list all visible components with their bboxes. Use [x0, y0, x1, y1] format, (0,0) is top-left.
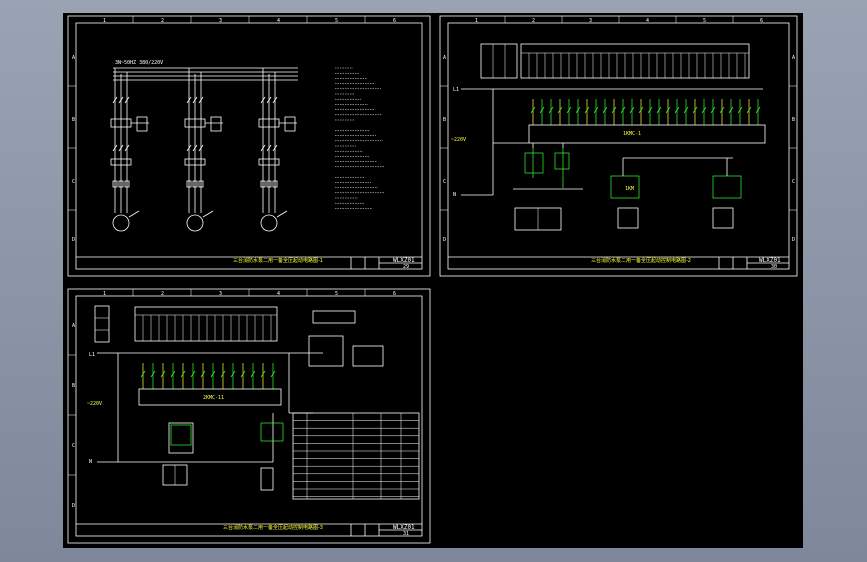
sheet-2-rails	[461, 88, 763, 196]
sheet-3-header-tables	[94, 305, 356, 343]
l1-label: L1	[453, 87, 459, 93]
relay-label: 2KMC-11	[203, 395, 224, 401]
control-contacts	[493, 99, 766, 148]
col-number: 3	[219, 18, 222, 24]
zone-letter: B	[443, 117, 446, 123]
sheet-3-title-block: 三台消防水泵二用一备全压起动控制电路图-3 WLXZ01 31	[76, 523, 422, 537]
sheet-2-lower-modules: 1KM	[513, 148, 742, 231]
zone-letter: B	[72, 383, 75, 389]
sheet-2-zone-ticks	[440, 16, 797, 211]
sheet-1[interactable]: A B C D 1 2 3 4 5 6 3N~50HZ 380/220V 三台消…	[67, 15, 431, 277]
sheet-2-inner-frame	[447, 22, 790, 270]
relay-label: 1KMC-1	[623, 131, 641, 137]
motor-icon	[112, 214, 130, 232]
col-number: 1	[475, 18, 478, 24]
col-number: 6	[393, 291, 396, 297]
zone-letter: D	[72, 237, 75, 243]
sheet-3-zone-ticks	[68, 289, 366, 476]
supply-bus	[113, 67, 298, 81]
motor-icon	[260, 214, 278, 232]
sheet-1-zone-ticks	[68, 16, 366, 211]
motor-icon	[186, 214, 204, 232]
col-number: 1	[103, 18, 106, 24]
col-number: 5	[335, 18, 338, 24]
supply-label: 3N~50HZ 380/220V	[115, 60, 163, 66]
sheet-3-inner-frame	[75, 295, 423, 537]
drawing-canvas[interactable]: A B C D 1 2 3 4 5 6 3N~50HZ 380/220V 三台消…	[63, 13, 803, 548]
zone-letter: A	[72, 323, 75, 329]
col-number: 6	[393, 18, 396, 24]
zone-letter: D	[443, 237, 446, 243]
control-contacts	[138, 363, 282, 406]
col-number: 2	[161, 18, 164, 24]
col-number: 5	[335, 291, 338, 297]
sheet-2-header-tables	[480, 43, 750, 79]
n-label: N	[453, 192, 456, 198]
sheet-3[interactable]: A B C D 1 2 3 4 5 6 L1 ~220V N 2KMC-11	[67, 288, 431, 544]
sheet-3-outer-frame	[67, 288, 431, 544]
drawing-code: WLXZ01	[393, 257, 415, 264]
zone-letter: A	[72, 55, 75, 61]
zone-letter: B	[72, 117, 75, 123]
page-number: 29	[403, 264, 409, 270]
col-number: 6	[760, 18, 763, 24]
voltage-label: ~220V	[87, 401, 102, 407]
sheet-title: 三台消防水泵二用一备全压起动控制电路图-2	[591, 257, 691, 264]
motor-branch	[184, 68, 223, 232]
col-number: 2	[161, 291, 164, 297]
col-number: 3	[589, 18, 592, 24]
col-number: 4	[277, 291, 280, 297]
parts-table	[292, 412, 420, 500]
col-number: 1	[103, 291, 106, 297]
page-number: 31	[403, 531, 409, 537]
col-number: 4	[277, 18, 280, 24]
l1-label: L1	[89, 352, 95, 358]
sheet-2-outer-frame	[439, 15, 798, 277]
col-number: 4	[646, 18, 649, 24]
col-number: 5	[703, 18, 706, 24]
sheet-3-rails	[97, 352, 323, 463]
zone-letter: D	[792, 237, 795, 243]
drawing-code: WLXZ01	[393, 524, 415, 531]
cad-drawing: A B C D 1 2 3 4 5 6 3N~50HZ 380/220V 三台消…	[67, 15, 798, 544]
voltage-label: ~220V	[451, 137, 466, 143]
sheet-2-title-block: 三台消防水泵二用一备全压起动控制电路图-2 WLXZ01 30	[448, 256, 789, 270]
zone-letter: A	[443, 55, 446, 61]
motor-branches	[110, 68, 297, 232]
sheet-title: 三台消防水泵二用一备全压起动控制电路图-3	[223, 524, 323, 531]
motor-branch	[258, 68, 297, 232]
zone-letter: D	[72, 503, 75, 509]
zone-letter: A	[792, 55, 795, 61]
col-number: 3	[219, 291, 222, 297]
motor-branch	[110, 68, 149, 232]
sheet-2[interactable]: A B C D A B C D 1 2 3 4 5 6 L1 ~220V N	[439, 15, 798, 277]
zone-letter: C	[72, 443, 75, 449]
drawing-code: WLXZ01	[759, 257, 781, 264]
zone-letter: C	[792, 179, 795, 185]
col-number: 2	[532, 18, 535, 24]
zone-letter: C	[443, 179, 446, 185]
contactor-label: 1KM	[625, 186, 634, 192]
zone-letter: B	[792, 117, 795, 123]
parts-legend	[335, 67, 385, 209]
sheet-title: 三台消防水泵二用一备全压起动电路图-1	[233, 257, 323, 264]
n-label: N	[89, 459, 92, 465]
zone-letter: C	[72, 179, 75, 185]
page-number: 30	[771, 264, 777, 270]
sheet-1-title-block: 三台消防水泵二用一备全压起动电路图-1 WLXZ01 29	[76, 256, 422, 270]
